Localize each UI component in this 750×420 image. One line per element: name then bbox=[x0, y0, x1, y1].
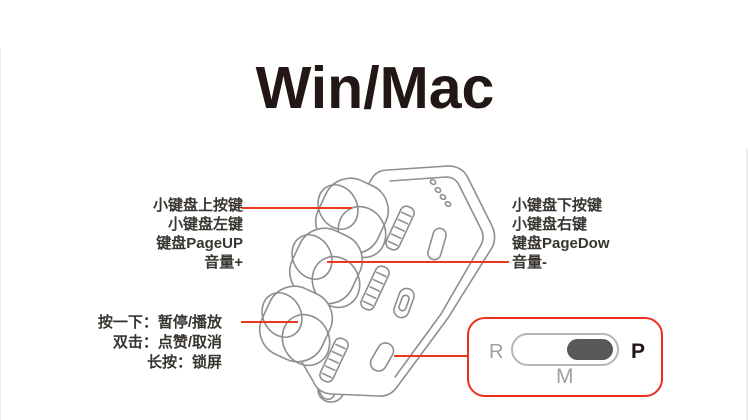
callout-line-knob-top bbox=[242, 207, 352, 209]
annotation-line: 双击：点赞/取消 bbox=[112, 334, 222, 351]
annotation-line: 小键盘右键 bbox=[512, 216, 588, 233]
device-face-line bbox=[389, 176, 484, 378]
upper-slot bbox=[427, 227, 447, 261]
annotation-knob-middle: 小键盘下按键 小键盘右键 键盘PageDow 音量- bbox=[512, 196, 610, 272]
annotation-line: 小键盘左键 bbox=[167, 216, 243, 233]
mode-switch-slot bbox=[369, 342, 395, 372]
callout-line-mode-switch bbox=[394, 355, 468, 357]
ridge-strip-bottom bbox=[319, 337, 349, 383]
left-page-edge bbox=[0, 48, 1, 420]
mode-m-label: M bbox=[556, 365, 574, 388]
annotation-line: 小键盘下按键 bbox=[512, 197, 603, 214]
ridge-strip-middle bbox=[360, 265, 390, 311]
annotation-knob-top: 小键盘上按键 小键盘左键 键盘PageUP 音量+ bbox=[153, 196, 243, 272]
annotation-line: 键盘PageUP bbox=[156, 235, 243, 252]
page-title: Win/Mac bbox=[255, 55, 495, 121]
mode-p-label: P bbox=[631, 340, 646, 363]
device-illustration bbox=[258, 165, 496, 403]
annotation-knob-bottom: 按一下：暂停/播放 双击：点赞/取消 长按：锁屏 bbox=[98, 313, 222, 373]
ridge-strip-top bbox=[385, 205, 415, 251]
callout-line-knob-middle bbox=[327, 261, 509, 263]
right-page-edge bbox=[746, 148, 748, 420]
usb-port bbox=[393, 287, 415, 319]
annotation-line: 音量+ bbox=[204, 254, 243, 271]
mode-switch-knob bbox=[567, 339, 613, 360]
annotation-line: 长按：锁屏 bbox=[146, 354, 222, 371]
annotation-line: 按一下：暂停/播放 bbox=[97, 314, 222, 331]
mode-switch-callout: R P M bbox=[467, 317, 663, 397]
annotation-line: 小键盘上按键 bbox=[152, 197, 243, 214]
mode-r-label: R bbox=[489, 341, 504, 363]
annotation-line: 音量- bbox=[512, 254, 547, 271]
led-dots bbox=[429, 178, 452, 208]
callout-line-knob-bottom bbox=[241, 321, 298, 323]
annotation-line: 键盘PageDow bbox=[512, 235, 610, 252]
mode-switch-pill bbox=[511, 333, 619, 366]
knob-bottom bbox=[258, 285, 334, 367]
